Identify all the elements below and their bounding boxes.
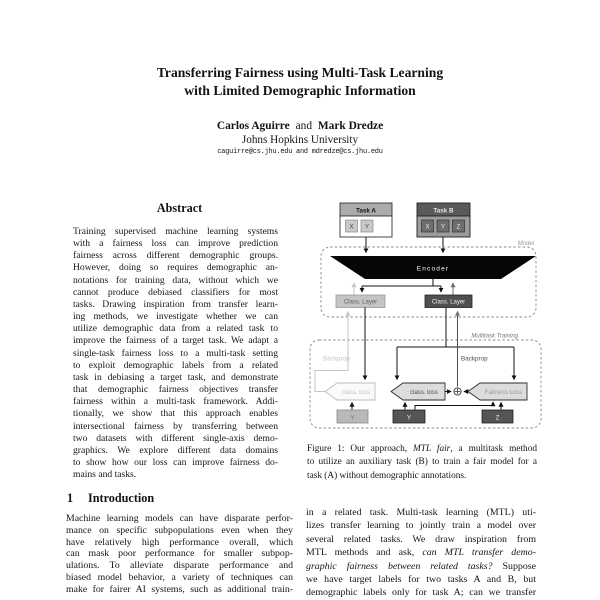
- model-label: Model: [518, 241, 535, 247]
- text-line: two datasets with different single-axis …: [73, 432, 278, 444]
- introduction-text: Machine learning models can have dispara…: [66, 513, 293, 595]
- text-line: graphics. We explore different data doma…: [73, 444, 278, 456]
- task-b-cell-y: Y: [441, 225, 445, 231]
- class-loss-b-label: class. loss: [410, 390, 438, 396]
- task-a-cell-y: Y: [365, 225, 369, 231]
- text-line: mains and tasks.: [73, 469, 137, 481]
- arrow-yb-to-fairness: [414, 401, 496, 410]
- classlayer-b-output-line: [397, 307, 514, 348]
- affiliation: Johns Hopkins University: [241, 134, 359, 146]
- encoder-label: Encoder: [417, 266, 450, 273]
- class-loss-a-shape: [324, 382, 376, 401]
- class-layer-b-box: [424, 294, 473, 308]
- text-line: that demographic fairness objectives tra…: [73, 384, 278, 396]
- label-y-a: Y: [350, 414, 354, 421]
- abstract-heading: Abstract: [156, 201, 203, 215]
- text-line: notations for training data, without whi…: [73, 274, 278, 286]
- encoder-trapezoid: [330, 256, 536, 279]
- section-heading-introduction: 1 Introduction: [67, 491, 292, 506]
- text-line: Figure 1: Our approach, MTL fair, a mult…: [307, 444, 538, 454]
- text-line: task (A) without demographic annotations…: [307, 470, 467, 481]
- text-line: task in debiasing a target task, and dem…: [73, 371, 278, 383]
- text-line: ing methods, we investigate whether we c…: [73, 311, 278, 323]
- text-line: demographic labels only for task A; can …: [306, 587, 536, 599]
- encoder-branch-line: [362, 279, 441, 287]
- class-layer-a-label: Class. Layer: [344, 300, 377, 306]
- text-line: have relatively high performance overall…: [66, 536, 293, 548]
- class-layer-a-box: [335, 294, 386, 308]
- author-2: Mark Dredze: [317, 120, 384, 132]
- author-line: Carlos Aguirre and Mark Dredze: [0, 120, 600, 132]
- text-line: improve the fairness of a target task. W…: [73, 335, 278, 347]
- task-b-cell-z: Z: [457, 225, 461, 231]
- label-y-b: Y: [407, 414, 411, 421]
- task-b-box: Task B X Y Z: [416, 202, 471, 238]
- task-a-cell-x: X: [349, 225, 353, 231]
- task-a-box: Task A X Y: [339, 202, 393, 238]
- text-line: cannot produce debiased classifiers for …: [73, 286, 278, 298]
- backprop-b-label: Backprop: [461, 356, 488, 363]
- text-line: with a fairness loss can improve predict…: [73, 238, 278, 250]
- author-conjunction: and: [295, 120, 313, 132]
- text-line: to exploit demographic labels from a rel…: [73, 359, 278, 371]
- text-line: However, doing so requires demographic a…: [73, 262, 278, 274]
- abstract-text: Training supervised machine learning sys…: [73, 226, 278, 481]
- text-line: with Limited Demographic Information: [184, 83, 416, 99]
- text-line: several related tasks. We draw inspirati…: [306, 533, 536, 545]
- label-box-y-a: [336, 409, 369, 424]
- text-line: mance on specific subpopulations even wh…: [66, 524, 293, 536]
- text-line: make for fairer AI systems, such as addi…: [66, 583, 293, 595]
- text-line: tasks. Drawing inspiration from transfer…: [73, 298, 278, 310]
- text-line: fairness across different demographic gr…: [73, 250, 278, 262]
- text-line: graphic fairness between related tasks? …: [306, 560, 537, 572]
- class-loss-a-label: class. loss: [342, 390, 370, 396]
- text-line: to utilize an auxiliary task (B) to trai…: [307, 457, 537, 468]
- figure-1: Task A X Y Task B X Y Z: [305, 198, 545, 434]
- figure-1-diagram: Task A X Y Task B X Y Z: [309, 202, 542, 429]
- label-box-y-b: [392, 409, 426, 424]
- backprop-a-loop: [314, 310, 351, 392]
- text-line: lizes transfer learning to jointly train…: [306, 520, 536, 532]
- text-line: biased model behavior, a variety of tech…: [66, 571, 293, 583]
- text-line: to show how our loss can improve fairnes…: [73, 456, 278, 468]
- label-z: Z: [496, 414, 500, 421]
- text-line: Transferring Fairness using Multi-Task L…: [156, 65, 444, 80]
- text-line: Machine learning models can have dispara…: [66, 513, 293, 524]
- fairness-loss-label: Fairness Loss: [485, 390, 522, 396]
- text-line: Training supervised machine learning sys…: [73, 226, 278, 237]
- text-line: tionally, we show that this approach ena…: [73, 408, 278, 420]
- task-a-title: Task A: [356, 207, 376, 214]
- paper-title: Transferring Fairness using Multi-Task L…: [0, 64, 600, 101]
- text-line: ulations. To alleviate disparate perform…: [66, 560, 293, 571]
- figure-1-caption: Figure 1: Our approach, MTL fair, a mult…: [307, 443, 537, 483]
- text-line: fairness within a multi-task framework. …: [73, 396, 278, 408]
- label-box-z: [481, 409, 514, 424]
- task-b-title: Task B: [433, 207, 454, 214]
- text-line: can mask poor performance for smaller su…: [66, 548, 293, 560]
- text-line: in a related task. Multi-task learning (…: [306, 507, 536, 518]
- task-b-cell-x: X: [425, 225, 429, 231]
- text-line: we have target labels for two tasks A an…: [306, 574, 536, 586]
- author-emails: caguirre@cs.jhu.edu and mdredze@cs.jhu.e…: [217, 148, 383, 156]
- text-line: intersectional fairness by transferring …: [73, 420, 278, 432]
- class-layer-b-label: Class. Layer: [432, 300, 465, 306]
- right-column-text: in a related task. Multi-task learning (…: [306, 506, 536, 600]
- backprop-a-label: Backprop: [323, 356, 350, 363]
- fairness-loss-shape: [467, 382, 528, 401]
- text-line: utilize demographic data from a related …: [73, 323, 278, 335]
- multitask-training-label: Multitask Training: [471, 334, 518, 340]
- text-line: MTL methods and ask, can MTL transfer de…: [306, 547, 536, 559]
- section-title: Introduction: [88, 491, 155, 505]
- section-number: 1: [67, 491, 74, 505]
- text-line: single-task fairness loss to a multi-tas…: [73, 347, 278, 359]
- plus-combiner-icon: [453, 387, 462, 396]
- author-1: Carlos Aguirre: [216, 120, 290, 132]
- model-dashed-box: [320, 246, 537, 318]
